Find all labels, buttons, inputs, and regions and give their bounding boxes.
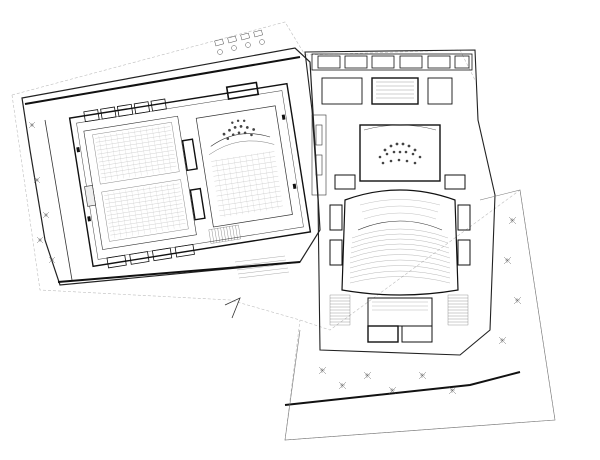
left-hall-orchestra-chairs bbox=[222, 119, 256, 140]
north-corridor-link bbox=[311, 114, 327, 196]
left-hall-stage-block bbox=[83, 115, 206, 250]
left-hall-core bbox=[68, 81, 312, 269]
right-hall-foyer-rooms bbox=[367, 297, 433, 343]
left-outer-wall-left bbox=[44, 119, 73, 281]
left-building bbox=[21, 29, 321, 319]
right-building bbox=[284, 49, 556, 441]
left-landscape-trees bbox=[28, 121, 56, 264]
left-hall-auditorium bbox=[195, 105, 293, 228]
left-plaza-seating bbox=[234, 255, 290, 279]
right-hall-stage bbox=[359, 124, 441, 182]
left-hall-backstage-rooms bbox=[83, 81, 260, 269]
left-hall-stairs bbox=[208, 224, 241, 244]
left-retaining-wall bbox=[224, 297, 241, 319]
left-outer-wall-top bbox=[24, 56, 301, 105]
right-landscape-trees bbox=[318, 216, 522, 395]
right-site-edge bbox=[284, 189, 556, 441]
right-building-outline bbox=[304, 49, 496, 356]
left-top-terrace-furniture bbox=[214, 29, 265, 55]
right-plaza-wall bbox=[284, 371, 521, 406]
right-hall-side-cores bbox=[329, 174, 471, 266]
left-hall-side-columns bbox=[76, 114, 297, 222]
right-top-service-rooms bbox=[311, 53, 473, 71]
right-hall-auditorium bbox=[341, 189, 459, 296]
right-hall-stairs bbox=[329, 294, 469, 326]
right-hall-orchestra-chairs bbox=[378, 142, 422, 165]
left-outer-wall-bottom bbox=[57, 261, 301, 283]
right-second-row-rooms bbox=[321, 77, 453, 105]
